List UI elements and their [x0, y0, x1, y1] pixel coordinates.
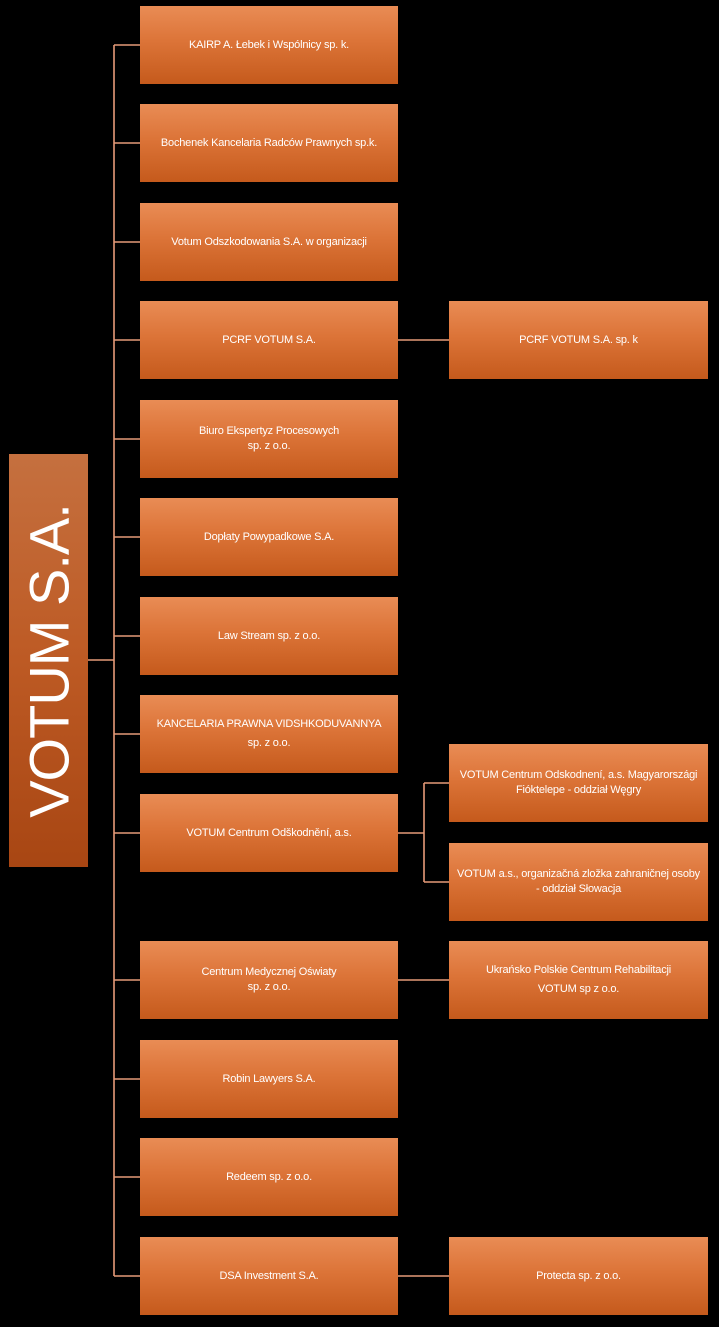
box-label: Votum Odszkodowania S.A. w organizacji: [171, 235, 367, 248]
subsidiary-box: Bochenek Kancelaria Radców Prawnych sp.k…: [140, 104, 398, 182]
box-label: Redeem sp. z o.o.: [226, 1170, 312, 1183]
box-label: VOTUM sp z o.o.: [537, 983, 620, 995]
child-box: VOTUM a.s., organizačná zložka zahraničn…: [449, 843, 708, 921]
box-label: sp. z o.o.: [247, 981, 291, 993]
box-label: PCRF VOTUM S.A.: [222, 333, 316, 346]
subsidiary-box: DSA Investment S.A.: [140, 1237, 398, 1315]
subsidiary-box: Biuro Ekspertyz Procesowych sp. z o.o.: [140, 400, 398, 478]
box-label: Law Stream sp. z o.o.: [217, 629, 321, 642]
child-box: Ukrańsko Polskie Centrum Rehabilitacji V…: [449, 941, 708, 1019]
box-label: VOTUM Centrum Odškodnění, a.s.: [186, 826, 352, 839]
subsidiary-box: Law Stream sp. z o.o.: [140, 597, 398, 675]
box-label: Dopłaty Powypadkowe S.A.: [203, 530, 335, 543]
root-label: VOTUM S.A.: [17, 503, 80, 818]
box-label: Robin Lawyers S.A.: [222, 1072, 316, 1085]
box-label: PCRF VOTUM S.A. sp. k: [519, 333, 638, 346]
box-label: Biuro Ekspertyz Procesowych: [198, 425, 340, 437]
root-node: VOTUM S.A.: [9, 454, 88, 867]
subsidiary-box: PCRF VOTUM S.A.: [140, 301, 398, 379]
box-label: Protecta sp. z o.o.: [536, 1269, 621, 1282]
box-label: KANCELARIA PRAWNA VIDSHKODUVANNYA: [156, 718, 382, 730]
child-box: PCRF VOTUM S.A. sp. k: [449, 301, 708, 379]
box-label: VOTUM a.s., organizačná zložka zahraničn…: [457, 868, 700, 880]
box-label: sp. z o.o.: [247, 440, 291, 452]
subsidiary-box: KAIRP A. Łebek i Wspólnicy sp. k.: [140, 6, 398, 84]
box-label: - oddział Słowacja: [535, 883, 622, 895]
box-label: KAIRP A. Łebek i Wspólnicy sp. k.: [188, 38, 350, 51]
subsidiary-box: Votum Odszkodowania S.A. w organizacji: [140, 203, 398, 281]
subsidiary-box: Redeem sp. z o.o.: [140, 1138, 398, 1216]
subsidiary-box: Centrum Medycznej Oświaty sp. z o.o.: [140, 941, 398, 1019]
box-label: Bochenek Kancelaria Radców Prawnych sp.k…: [160, 136, 378, 149]
subsidiary-box: Dopłaty Powypadkowe S.A.: [140, 498, 398, 576]
child-box: Protecta sp. z o.o.: [449, 1237, 708, 1315]
subsidiary-box: Robin Lawyers S.A.: [140, 1040, 398, 1118]
child-box: VOTUM Centrum Odskodnení, a.s. Magyarors…: [449, 744, 708, 822]
box-label: Fióktelepe - oddział Węgry: [515, 784, 642, 796]
box-label: sp. z o.o.: [247, 737, 291, 749]
subsidiary-box: KANCELARIA PRAWNA VIDSHKODUVANNYA sp. z …: [140, 695, 398, 773]
box-label: Ukrańsko Polskie Centrum Rehabilitacji: [486, 964, 671, 976]
box-label: VOTUM Centrum Odskodnení, a.s. Magyarors…: [459, 769, 698, 781]
box-label: Centrum Medycznej Oświaty: [201, 966, 337, 978]
box-label: DSA Investment S.A.: [219, 1269, 319, 1282]
subsidiary-box: VOTUM Centrum Odškodnění, a.s.: [140, 794, 398, 872]
